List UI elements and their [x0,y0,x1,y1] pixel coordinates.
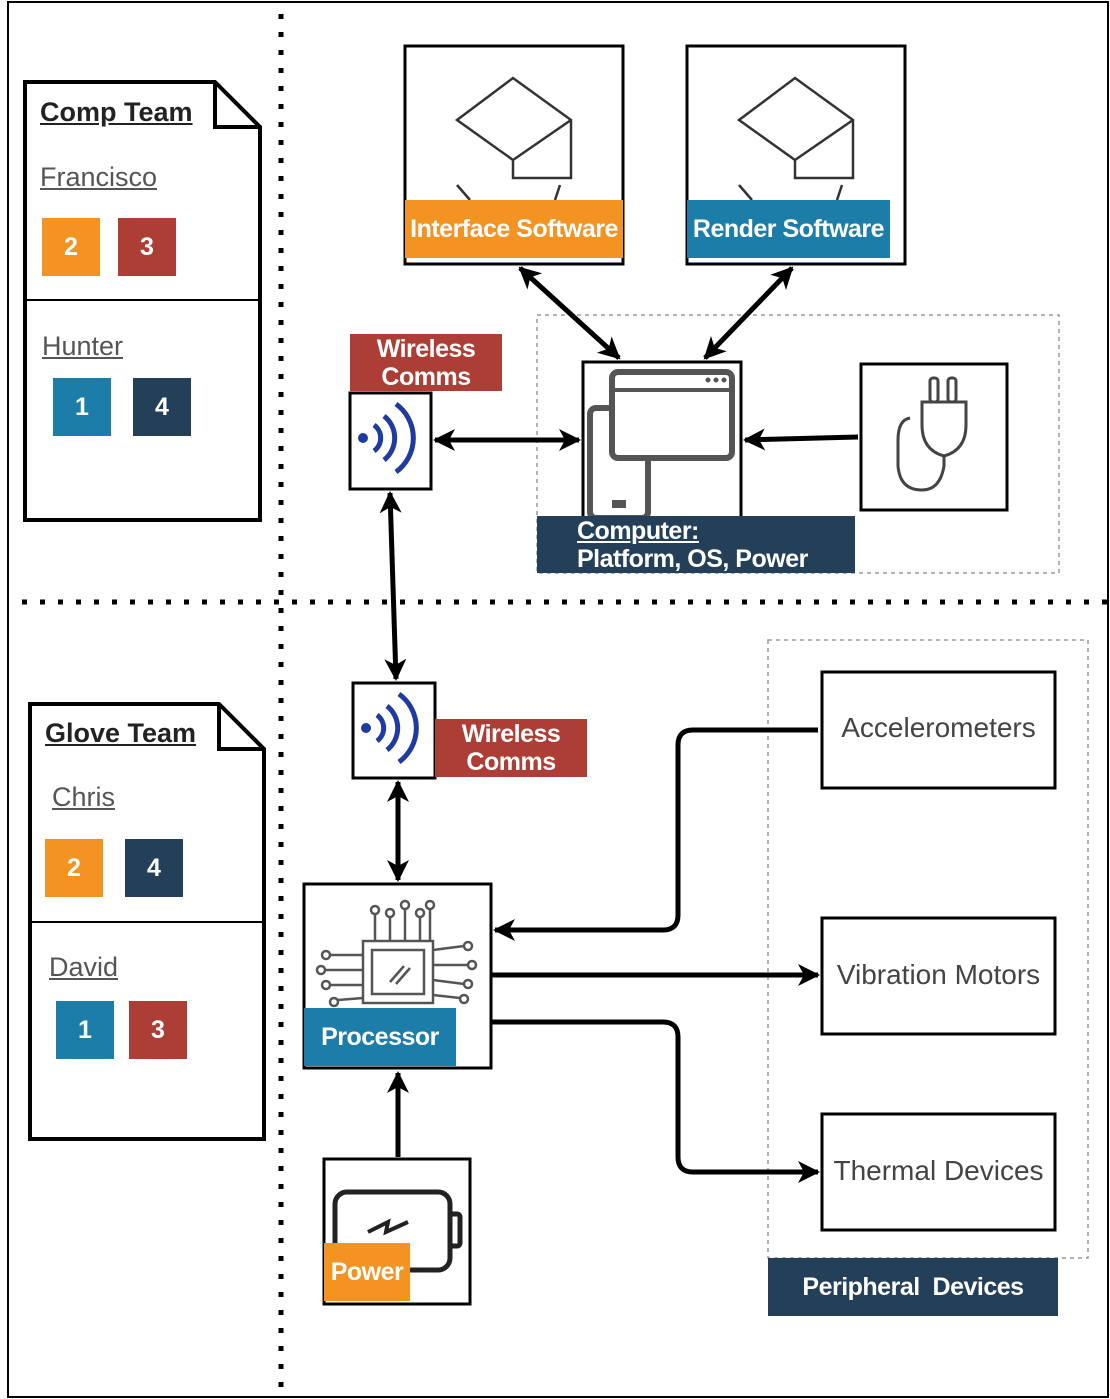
vibration-motors-label: Vibration Motors [836,959,1041,990]
processor-label: Processor [304,1008,456,1066]
wireless-label-line1: Wireless [376,334,476,363]
task-badge: 1 [56,1001,114,1059]
computer-phone-icon [587,369,735,521]
member-name: Francisco [40,162,158,192]
accelerometers-box [820,670,1057,790]
render-computer-link [703,266,794,360]
task-badge: 1 [53,378,111,436]
render-software-label: Render Software [687,200,890,258]
task-badge: 2 [45,839,103,897]
wireless-bottom-label: Wireless Comms [435,719,587,777]
glove-team-title: Glove Team [45,718,197,748]
wireless-label-line2: Comms [466,748,556,776]
computer-label-line1: Computer: [577,516,699,545]
task-badge: 4 [133,378,191,436]
wireless-signal-icon [361,691,419,765]
computer-label: Computer: Platform, OS, Power [537,516,855,573]
processor-thermal-link [491,1019,820,1183]
accelerometers-processor-link [493,727,818,941]
computer-group-box [536,314,1060,574]
interface-computer-link [518,266,621,360]
task-badge: 3 [129,1001,187,1059]
task-badge: 4 [125,839,183,897]
wireless-wireless-link [379,491,407,681]
task-badge: 3 [118,218,176,276]
member-name: David [49,952,119,982]
plug-computer-link [743,428,859,451]
vibration-motors-box [820,916,1057,1036]
accelerometers-label: Accelerometers [841,712,1036,743]
box-icon [454,76,573,201]
wireless-label-line2: Comms [381,362,471,391]
box-icon [736,76,855,201]
peripheral-devices-label: Peripheral Devices [768,1258,1058,1316]
power-plug-icon [896,376,968,492]
wireless-label-line1: Wireless [461,720,561,748]
thermal-devices-box [820,1112,1057,1232]
interface-software-label: Interface Software [405,200,623,258]
computer-label-line2: Platform, OS, Power [577,544,808,573]
task-badge: 2 [42,218,100,276]
thermal-devices-label: Thermal Devices [833,1155,1044,1186]
outer-frame [7,1,1109,1398]
wireless-top-label: Wireless Comms [350,334,502,391]
wireless-signal-icon [358,401,416,475]
power-label: Power [324,1243,410,1301]
chip-icon [315,899,478,1008]
connectors [379,266,859,1183]
member-name: Chris [52,782,116,812]
comp-team-title: Comp Team [40,97,193,127]
member-name: Hunter [42,331,124,361]
